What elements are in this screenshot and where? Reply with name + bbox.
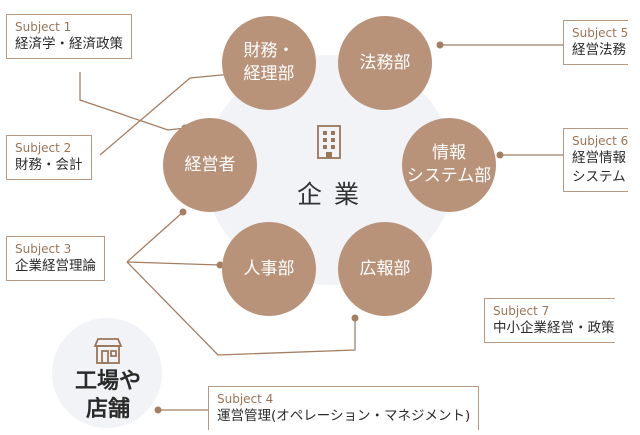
center-label: 企業 bbox=[297, 180, 372, 209]
subject-name: 経済学・経済政策 bbox=[15, 36, 123, 52]
subject-number: Subject 3 bbox=[15, 242, 72, 256]
subject-name: 企業経営理論 bbox=[15, 258, 96, 274]
subject-number: Subject 6 bbox=[572, 134, 629, 148]
dot-s6 bbox=[496, 151, 504, 159]
dept-pr-label: 広報部 bbox=[359, 258, 411, 279]
subject-name: 財務・会計 bbox=[15, 157, 83, 173]
subject-number: Subject 2 bbox=[15, 141, 72, 155]
dept-legal-label: 法務部 bbox=[359, 52, 411, 73]
subject-number: Subject 1 bbox=[15, 20, 72, 34]
subject-name: 経営情報 システム bbox=[572, 150, 626, 185]
subject-box-7: Subject 7 中小企業経営・政策 bbox=[484, 298, 615, 343]
dot-s3-pr bbox=[351, 314, 359, 322]
subject-box-6: Subject 6 経営情報 システム bbox=[563, 128, 629, 192]
subject-name: 中小企業経営・政策 bbox=[493, 320, 615, 336]
line-s1-management bbox=[79, 72, 186, 131]
line-s3-hr bbox=[126, 261, 221, 266]
subject-box-2: Subject 2 財務・会計 bbox=[6, 135, 92, 180]
subject-number: Subject 4 bbox=[217, 392, 274, 406]
subject-box-5: Subject 5 経営法務 bbox=[563, 20, 629, 65]
dept-hr: 人事部 bbox=[222, 222, 316, 316]
subject-box-3: Subject 3 企業経営理論 bbox=[6, 236, 105, 281]
dot-s4 bbox=[154, 406, 162, 414]
subject-number: Subject 7 bbox=[493, 304, 550, 318]
subject-box-4: Subject 4 運営管理(オペレーション・マネジメント) bbox=[208, 386, 480, 430]
line-s3-management bbox=[126, 211, 184, 263]
dept-pr: 広報部 bbox=[338, 222, 432, 316]
store-icon bbox=[93, 338, 123, 364]
dot-s3-hr bbox=[216, 261, 224, 269]
subject-box-1: Subject 1 経済学・経済政策 bbox=[6, 14, 132, 59]
dept-finance: 財務・ 経理部 bbox=[222, 16, 316, 110]
dept-management-label: 経営者 bbox=[184, 154, 236, 175]
dot-s3-mgmt bbox=[179, 208, 187, 216]
dot-s5 bbox=[436, 41, 444, 49]
dept-management: 経営者 bbox=[163, 118, 257, 212]
line-s2-finance bbox=[99, 73, 233, 156]
subject-name: 経営法務 bbox=[572, 42, 626, 58]
store-glow bbox=[52, 318, 162, 428]
subject-name: 運営管理(オペレーション・マネジメント) bbox=[217, 408, 471, 424]
dept-it-label: 情報 システム部 bbox=[406, 143, 492, 186]
building-icon bbox=[317, 125, 341, 159]
subject-number: Subject 5 bbox=[572, 26, 629, 40]
line-s3-pr bbox=[126, 261, 356, 356]
dept-it: 情報 システム部 bbox=[402, 118, 496, 212]
dept-legal: 法務部 bbox=[338, 16, 432, 110]
dept-hr-label: 人事部 bbox=[243, 258, 295, 279]
dept-finance-label: 財務・ 経理部 bbox=[243, 41, 295, 84]
store-label: 工場や 店舗 bbox=[74, 369, 141, 422]
